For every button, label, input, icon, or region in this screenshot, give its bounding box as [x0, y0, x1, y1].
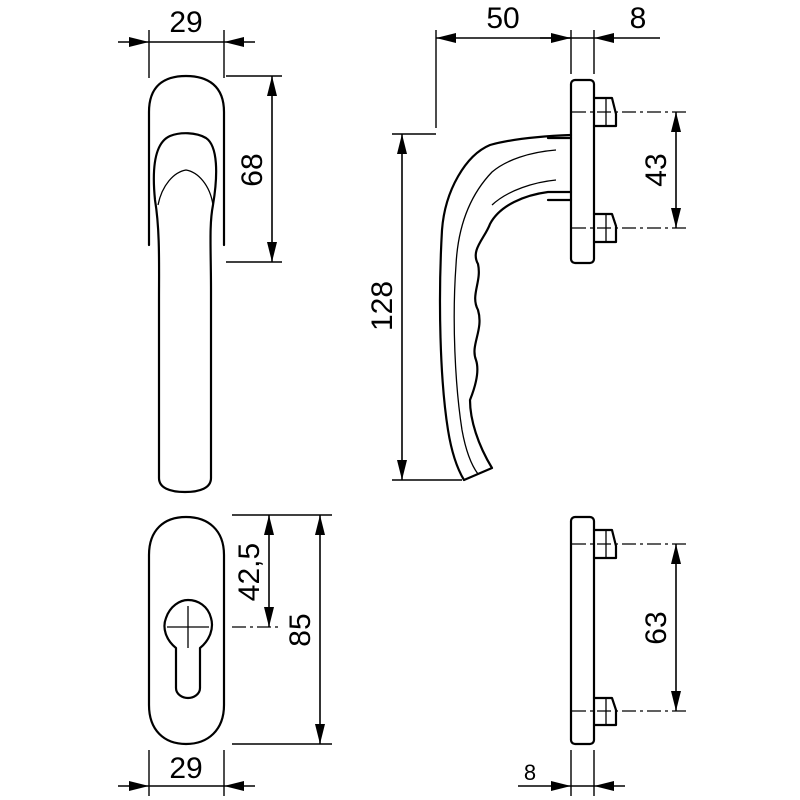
dimension-labels: 29 68 50 8 43 128 42,5 85 29 63 8	[169, 2, 673, 785]
keyplate-base-side	[569, 515, 596, 746]
handle-neck-side	[546, 136, 573, 202]
center-lines	[232, 111, 688, 712]
keyplate-outline	[147, 515, 226, 746]
dim-base-thickness-top: 8	[630, 2, 647, 35]
dim-spindle-spacing: 43	[640, 153, 673, 186]
dim-plate-spacing: 63	[640, 611, 673, 644]
keyhole	[163, 598, 214, 700]
handle-rose-outline	[147, 74, 226, 247]
handle-side-view	[438, 78, 618, 482]
keyplate-side-view	[569, 515, 618, 746]
keyplate-front-view	[147, 515, 226, 746]
rose-base-side	[569, 78, 596, 265]
dim-handle-width: 29	[169, 6, 202, 39]
dim-rose-height: 68	[236, 153, 269, 186]
lever-side-inner	[453, 149, 557, 475]
handle-lever-front	[152, 132, 218, 494]
handle-neck-line	[157, 169, 214, 206]
dim-plate-width: 29	[169, 752, 202, 785]
extension-lines	[148, 30, 595, 796]
lever-side-outline	[438, 133, 573, 482]
handle-front-view	[147, 74, 226, 494]
dim-plate-thickness: 8	[524, 760, 536, 785]
dim-handle-length: 128	[366, 281, 399, 331]
dim-projection: 50	[486, 2, 519, 35]
dim-plate-height: 85	[284, 613, 317, 646]
dimension-lines	[118, 33, 681, 791]
dim-key-offset: 42,5	[233, 543, 266, 601]
